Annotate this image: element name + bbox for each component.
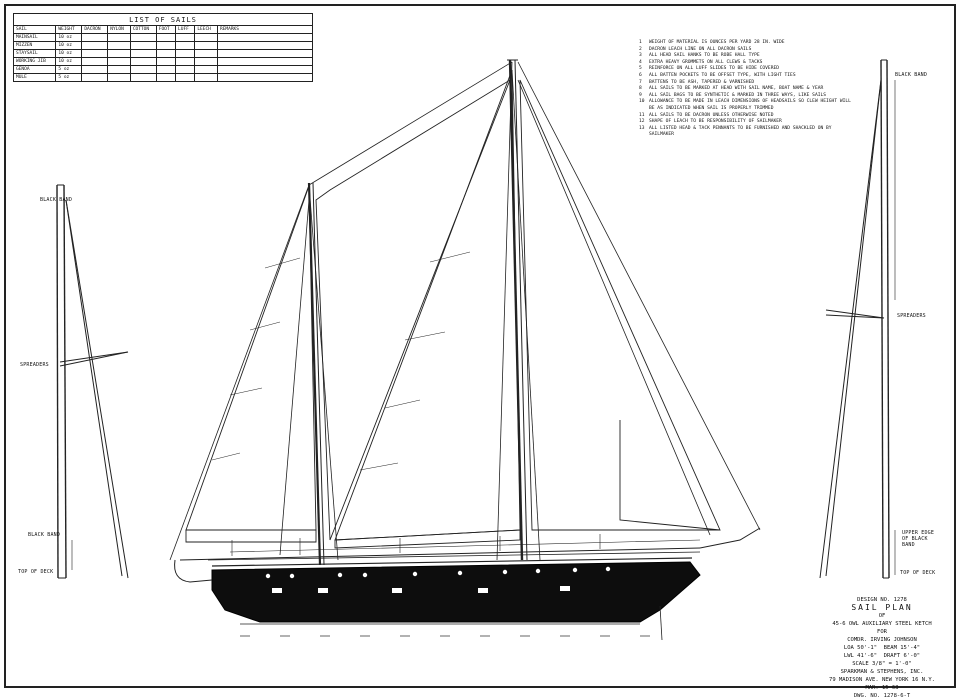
black-band-label-right: BLACK BAND xyxy=(895,72,928,78)
note-text: BATTENS TO BE ASH, TAPERED & VARNISHED xyxy=(649,79,755,85)
note-item: 7 BATTENS TO BE ASH, TAPERED & VARNISHED xyxy=(639,80,859,87)
spreaders-label-left: SPREADERS xyxy=(20,362,49,368)
note-number: 6 xyxy=(639,72,642,78)
vessel-description: 45-6 OWL AUXILIARY STEEL KETCH xyxy=(832,621,932,627)
note-text: EXTRA HEAVY GROMMETS ON ALL CLEWS & TACK… xyxy=(649,59,763,65)
black-band-label-left-lower: BLACK BAND xyxy=(28,532,61,538)
note-number: 7 xyxy=(639,79,642,85)
note-text: ALL SAIL BAGS TO BE SYNTHETIC & MARKED I… xyxy=(649,92,827,98)
upper-edge-label: UPPER EDGE OF BLACK BAND xyxy=(902,530,935,548)
title-for: FOR xyxy=(877,629,887,635)
rigging xyxy=(169,61,761,561)
drawing-title: SAIL PLAN xyxy=(851,603,913,612)
firm-name: SPARKMAN & STEPHENS, INC. xyxy=(840,669,924,675)
note-text: SHAPE OF LEACH TO BE RESPONSIBILITY OF S… xyxy=(649,119,782,125)
drawing-border xyxy=(4,4,956,688)
top-of-deck-label-right: TOP OF DECK xyxy=(900,570,936,576)
title-of: OF xyxy=(878,613,886,619)
title-block: DESIGN NO. 1278 SAIL PLAN OF 45-6 OWL AU… xyxy=(818,596,946,700)
note-text: REINFORCE ON ALL LUFF SLIDES TO BE HIDE … xyxy=(649,66,779,72)
note-number: 13 xyxy=(639,125,645,131)
beam: BEAM 15'-4" xyxy=(883,645,921,651)
note-number: 8 xyxy=(639,86,642,92)
note-text: DACRON LEACH LINE ON ALL DACRON SAILS xyxy=(649,46,752,52)
note-item: 2 DACRON LEACH LINE ON ALL DACRON SAILS xyxy=(639,47,859,54)
dimensions-row-1: LOA 50'-1" BEAM 15'-4" xyxy=(818,644,946,652)
top-of-deck-label-left: TOP OF DECK xyxy=(18,569,54,575)
note-text: ALL HEAD SAIL HANKS TO BE ROBE HALL TYPE xyxy=(649,53,760,59)
note-text: ALL BATTEN POCKETS TO BE OFFSET TYPE, WI… xyxy=(649,72,796,78)
note-text: ALL SAILS TO BE DACRON UNLESS OTHERWISE … xyxy=(649,112,774,118)
drawing-date: MAR. 15 63 xyxy=(865,685,899,691)
lwl: LWL 41'-6" xyxy=(843,653,878,659)
draft: DRAFT 6'-0" xyxy=(883,653,921,659)
note-text: ALL LISTED HEAD & TACK PENNANTS TO BE FU… xyxy=(649,125,832,138)
note-text: ALLOWANCE TO BE MADE IN LEACH DIMENSIONS… xyxy=(649,99,851,111)
note-item: 13 ALL LISTED HEAD & TACK PENNANTS TO BE … xyxy=(639,126,859,139)
note-number: 2 xyxy=(639,46,642,52)
note-item: 9 ALL SAIL BAGS TO BE SYNTHETIC & MARKED … xyxy=(639,93,859,100)
note-number: 4 xyxy=(639,59,642,65)
table-cell xyxy=(217,73,313,82)
table-cell xyxy=(175,73,196,82)
spreaders-label-right: SPREADERS xyxy=(897,313,926,319)
main-mast-detail xyxy=(819,59,896,579)
sails xyxy=(185,69,721,549)
note-item: 6 ALL BATTEN POCKETS TO BE OFFSET TYPE, W… xyxy=(639,73,859,80)
note-item: 11 ALL SAILS TO BE DACRON UNLESS OTHERWIS… xyxy=(639,113,859,120)
note-item: 12 SHAPE OF LEACH TO BE RESPONSIBILITY OF… xyxy=(639,119,859,126)
note-number: 9 xyxy=(639,92,642,98)
note-item: 4 EXTRA HEAVY GROMMETS ON ALL CLEWS & TAC… xyxy=(639,60,859,67)
firm-address: 79 MADISON AVE. NEW YORK 16 N.Y. xyxy=(829,677,935,683)
note-text: WEIGHT OF MATERIAL IS OUNCES PER YARD 28… xyxy=(649,40,785,45)
black-band-label-left: BLACK BAND xyxy=(40,197,73,203)
table-cell: MULE xyxy=(12,73,57,82)
note-number: 11 xyxy=(639,112,645,118)
table-cell xyxy=(81,73,109,82)
loa: LOA 50'-1" xyxy=(843,645,878,651)
hull xyxy=(174,527,761,641)
note-number: 3 xyxy=(639,53,642,59)
note-item: 3 ALL HEAD SAIL HANKS TO BE ROBE HALL TYP… xyxy=(639,53,859,60)
list-of-sails-table: LIST OF SAILS SAIL WEIGHT DACRON NYLON C… xyxy=(12,13,313,82)
note-text: ALL SAILS TO BE MARKED AT HEAD WITH SAIL… xyxy=(649,86,824,92)
general-notes: 1 WEIGHT OF MATERIAL IS OUNCES PER YARD 2… xyxy=(639,40,859,139)
note-item: 10 ALLOWANCE TO BE MADE IN LEACH DIMENSIO… xyxy=(639,99,859,112)
note-item: 5 REINFORCE ON ALL LUFF SLIDES TO BE HIDE… xyxy=(639,66,859,73)
note-number: 10 xyxy=(639,99,645,105)
drawing-number: DWG. NO. 1278-6-T xyxy=(853,693,911,699)
note-item: 1 WEIGHT OF MATERIAL IS OUNCES PER YARD 2… xyxy=(639,40,859,47)
scale: SCALE 3/8" = 1'-0" xyxy=(852,661,912,667)
design-number: DESIGN NO. 1278 xyxy=(857,597,907,603)
mizzen-mast-detail xyxy=(56,184,129,579)
dimensions-row-2: LWL 41'-6" DRAFT 6'-0" xyxy=(818,652,946,660)
note-number: 5 xyxy=(639,66,642,72)
note-item: 8 ALL SAILS TO BE MARKED AT HEAD WITH SAI… xyxy=(639,86,859,93)
note-number: 1 xyxy=(639,40,642,45)
owner-name: COMDR. IRVING JOHNSON xyxy=(847,637,917,643)
note-number: 12 xyxy=(639,119,645,125)
